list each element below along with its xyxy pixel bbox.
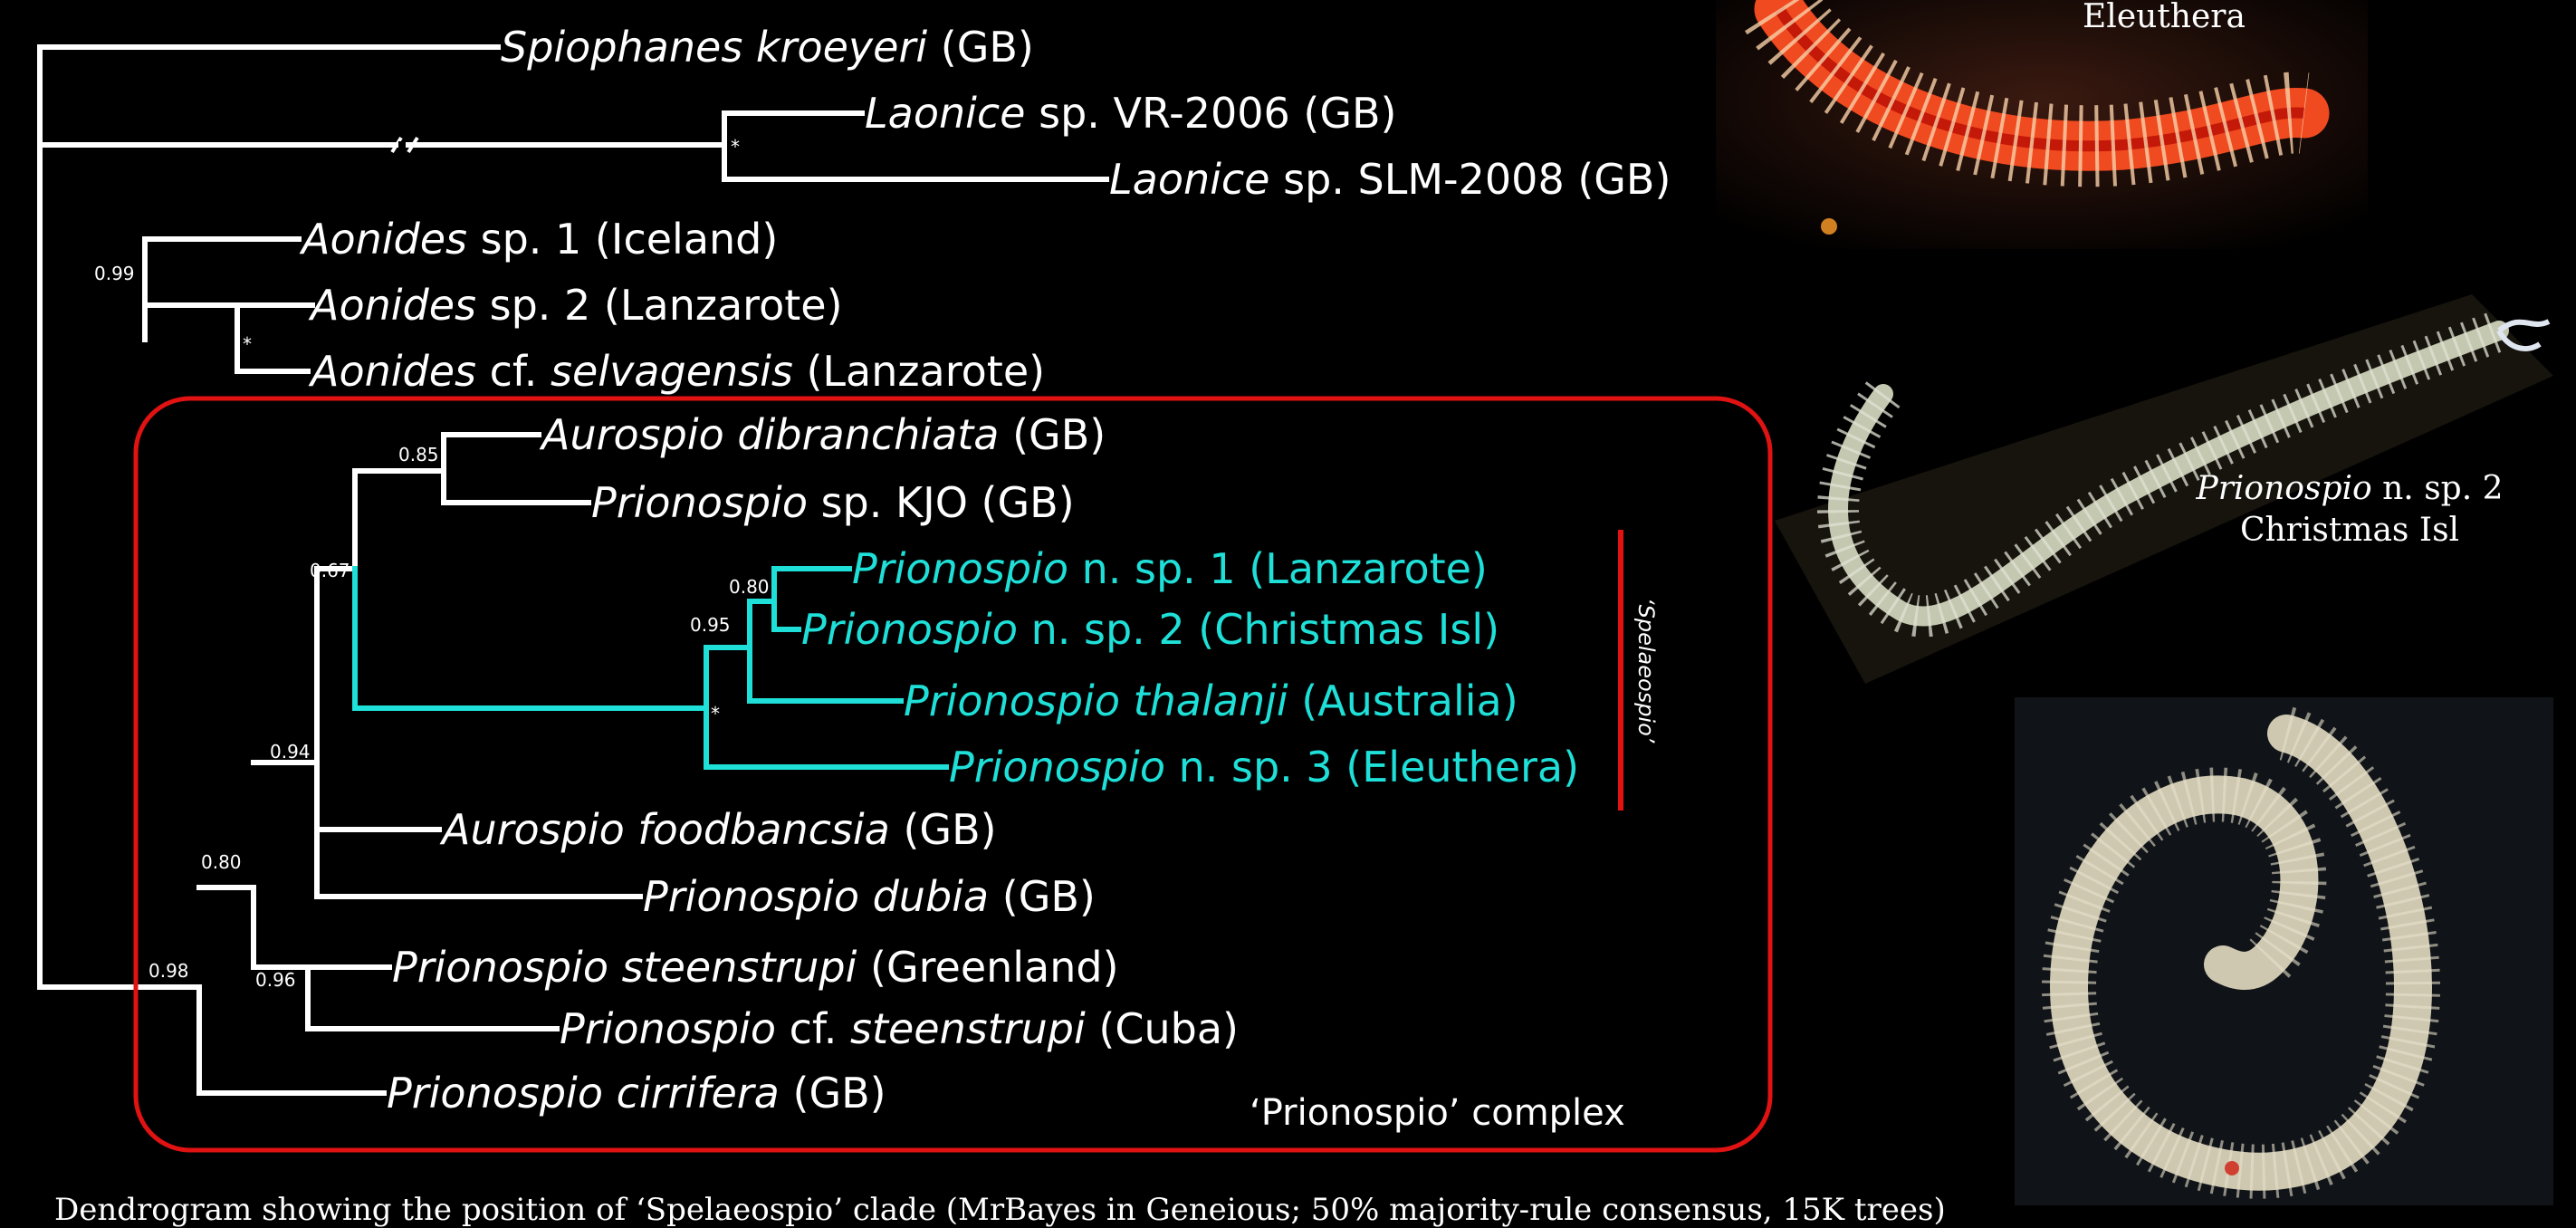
support-aonides-root: 0.99 [94,263,135,284]
leaf-species: selvagensis [551,347,793,396]
leaf-genus: Aurospio [541,410,724,459]
tree-leaf-label: Prionospio n. sp. 3 (Eleuthera) [949,742,1579,792]
support-nsp12-thalanji: 0.95 [690,614,731,636]
leaf-species: thalanji [1120,676,1288,725]
leaf-genus: Aurospio [442,805,625,854]
tree-leaf-label: Aonides sp. 1 (Iceland) [302,214,778,264]
leaf-rest: sp. SLM-2008 (GB) [1270,155,1671,204]
leaf-species: steenstrupi [850,1004,1086,1053]
support-complex-root: 0.98 [148,960,189,982]
leaf-rest: cf. [476,347,551,396]
leaf-rest: (GB) [927,23,1034,72]
leaf-genus: Prionospio [392,943,608,992]
support-laonice: * [731,136,740,158]
caption-rest: n. sp. 2 [2372,470,2504,507]
leaf-rest: (GB) [780,1069,886,1118]
leaf-genus: Prionospio [904,676,1120,725]
leaf-genus: Prionospio [560,1004,776,1053]
leaf-genus: Spiophanes [501,23,742,72]
figure-footer: Dendrogram showing the position of ‘Spel… [54,1192,1946,1228]
leaf-rest: (GB) [890,805,997,854]
leaf-rest: (GB) [989,872,1096,921]
tree-leaf-label: Aonides sp. 2 (Lanzarote) [311,280,843,331]
complex-box-label: ‘Prionospio’ complex [1250,1092,1625,1134]
leaf-rest: (Cuba) [1086,1004,1239,1053]
photo-eleuthera-worm [1716,0,2368,249]
photo-coiled-worm [2015,697,2553,1205]
support-upper-group: 0.67 [310,560,350,581]
leaf-species: dibranchiata [724,410,1000,459]
photo-caption-christmas-isl: Prionospio n. sp. 2 Christmas Isl [2182,468,2517,552]
tree-leaf-label: Aonides cf. selvagensis (Lanzarote) [311,346,1045,397]
leaf-genus: Aonides [311,281,476,330]
caption-location: Christmas Isl [2240,512,2459,549]
leaf-rest: (Lanzarote) [793,347,1045,396]
leaf-rest: (Australia) [1288,676,1518,725]
leaf-genus: Prionospio [852,544,1068,593]
leaf-genus: Prionospio [591,478,808,527]
tree-leaf-label: Spiophanes kroeyeri (GB) [501,22,1034,72]
support-aonides-pair: * [243,333,252,355]
leaf-genus: Laonice [865,89,1026,138]
tree-leaf-label: Laonice sp. SLM-2008 (GB) [1109,154,1671,205]
leaf-genus: Aonides [302,215,467,264]
tree-leaf-label: Laonice sp. VR-2006 (GB) [865,88,1396,139]
leaf-species: foodbancsia [625,805,890,854]
leaf-genus: Laonice [1109,155,1270,204]
photo-caption-eleuthera: Eleuthera [2064,0,2264,38]
leaf-rest: n. sp. 3 (Eleuthera) [1165,743,1579,791]
leaf-rest: (Greenland) [857,943,1118,992]
tree-leaf-label: Prionospio steenstrupi (Greenland) [392,942,1119,993]
support-mid-group: 0.94 [270,741,311,763]
support-complex-inner: 0.80 [201,851,242,873]
tree-leaf-label: Prionospio thalanji (Australia) [904,676,1518,726]
leaf-rest: sp. 2 (Lanzarote) [476,281,843,330]
leaf-rest: cf. [776,1004,850,1053]
tree-leaf-label: Prionospio cirrifera (GB) [387,1068,886,1118]
leaf-species: steenstrupi [608,943,857,992]
leaf-rest: n. sp. 1 (Lanzarote) [1068,544,1488,593]
spelaeospio-label: ‘Spelaeospio’ [1633,598,1659,743]
leaf-rest: n. sp. 2 (Christmas Isl) [1018,605,1499,654]
leaf-genus: Aonides [311,347,476,396]
caption-genus: Prionospio [2196,470,2371,507]
leaf-rest: (GB) [999,410,1106,459]
leaf-genus: Prionospio [643,872,859,921]
tree-leaf-label: Prionospio n. sp. 2 (Christmas Isl) [801,604,1499,655]
support-nsp12: 0.80 [729,576,770,598]
tree-leaf-label: Aurospio foodbancsia (GB) [442,804,997,855]
tree-leaf-label: Aurospio dibranchiata (GB) [541,409,1106,460]
leaf-species: dubia [859,872,989,921]
tree-leaf-label: Prionospio dubia (GB) [643,871,1096,922]
leaf-species: cirrifera [603,1069,780,1118]
tree-leaf-label: Prionospio sp. KJO (GB) [591,477,1075,528]
leaf-rest: sp. 1 (Iceland) [467,215,778,264]
leaf-genus: Prionospio [387,1069,603,1118]
support-spelaeospio-clade: * [711,703,720,724]
support-steenstrupi: 0.96 [255,969,296,991]
leaf-rest: sp. KJO (GB) [808,478,1075,527]
leaf-genus: Prionospio [801,605,1018,654]
leaf-genus: Prionospio [949,743,1165,791]
leaf-rest: sp. VR-2006 (GB) [1026,89,1397,138]
leaf-species: kroeyeri [742,23,927,72]
tree-leaf-label: Prionospio n. sp. 1 (Lanzarote) [852,543,1488,594]
support-aurospio-pair: 0.85 [398,444,439,465]
tree-leaf-label: Prionospio cf. steenstrupi (Cuba) [560,1003,1239,1054]
